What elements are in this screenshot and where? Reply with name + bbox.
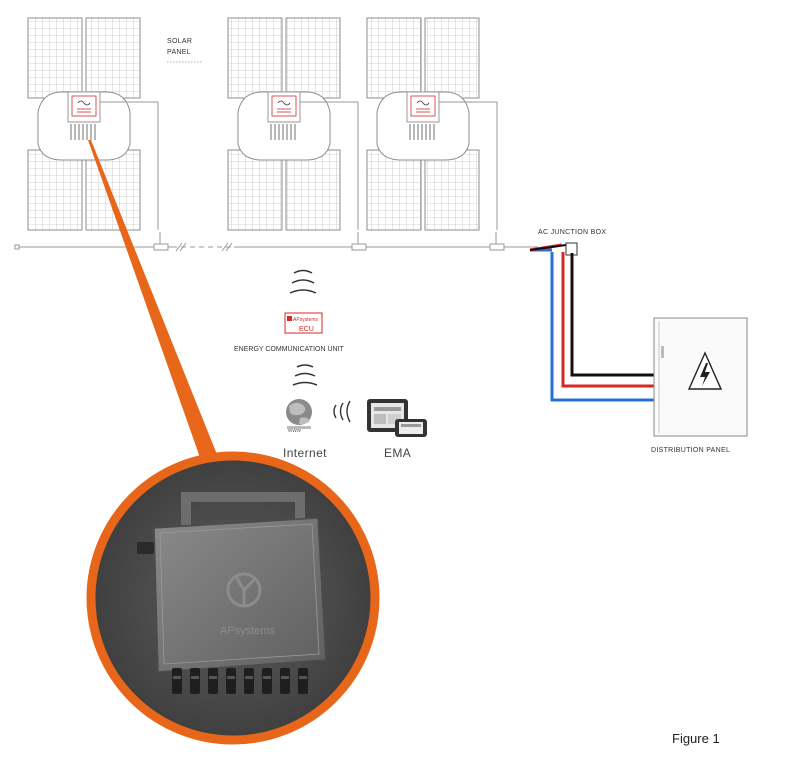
wifi-signal-icon: [289, 269, 317, 294]
solar-panel-group: [366, 17, 498, 244]
connector: [262, 668, 272, 694]
connector: [172, 668, 182, 694]
svg-text:ECU: ECU: [299, 326, 314, 333]
solar-panel: [27, 149, 83, 231]
connector: [280, 668, 290, 694]
solar-panel: [424, 149, 480, 231]
solar-panel-group: [27, 17, 161, 244]
wifi-signal-icon: [292, 364, 318, 386]
ac-wiring: [550, 252, 654, 402]
solar-panel: [27, 17, 83, 99]
globe-icon: www: [286, 399, 312, 434]
svg-text:AC JUNCTION BOX: AC JUNCTION BOX: [538, 229, 606, 236]
ecu-device: APsystems ECU: [284, 312, 323, 334]
ema-label: EMA: [384, 446, 411, 460]
ac-junction-box: AC JUNCTION BOX: [529, 229, 606, 256]
distribution-panel: DISTRIBUTION PANEL: [651, 317, 748, 454]
inverter-logo-icon: [226, 572, 262, 608]
svg-text:PANEL: PANEL: [167, 49, 191, 56]
solar-panel: [366, 149, 422, 231]
callout-pointer: [88, 140, 220, 466]
solar-panel: [424, 17, 480, 99]
lightning-icon: [687, 351, 723, 390]
inverter-icon: [406, 91, 440, 140]
solar-panel-label: SOLAR PANEL: [167, 38, 202, 63]
svg-text:DISTRIBUTION PANEL: DISTRIBUTION PANEL: [651, 447, 730, 454]
wifi-signal-icon: [333, 400, 351, 423]
connector: [298, 668, 308, 694]
tablet-icon: [367, 399, 408, 432]
solar-panel: [285, 149, 341, 231]
connector: [208, 668, 218, 694]
figure-caption: Figure 1: [672, 731, 720, 746]
internet-label: Internet: [283, 446, 327, 460]
phone-icon: [395, 419, 427, 437]
svg-text:www: www: [287, 428, 302, 434]
inverter-icon: [67, 91, 101, 140]
ecu-label: ENERGY COMMUNICATION UNIT: [234, 346, 345, 353]
solar-panel: [227, 149, 283, 231]
solar-panel-array: [27, 17, 498, 244]
connector: [226, 668, 236, 694]
svg-text:APsystems: APsystems: [220, 625, 276, 637]
ac-trunk-cable: [14, 242, 538, 252]
solar-panel: [85, 149, 141, 231]
solar-panel: [85, 17, 141, 99]
inverter-closeup: APsystems: [86, 451, 380, 745]
connector: [190, 668, 200, 694]
solar-panel: [285, 17, 341, 99]
svg-text:APsystems: APsystems: [293, 317, 319, 323]
connector: [244, 668, 254, 694]
inverter-icon: [267, 91, 301, 140]
svg-text:SOLAR: SOLAR: [167, 38, 192, 45]
solar-panel-group: [227, 17, 359, 244]
inverter-connectors: [172, 668, 308, 694]
solar-panel: [366, 17, 422, 99]
solar-panel: [227, 17, 283, 99]
